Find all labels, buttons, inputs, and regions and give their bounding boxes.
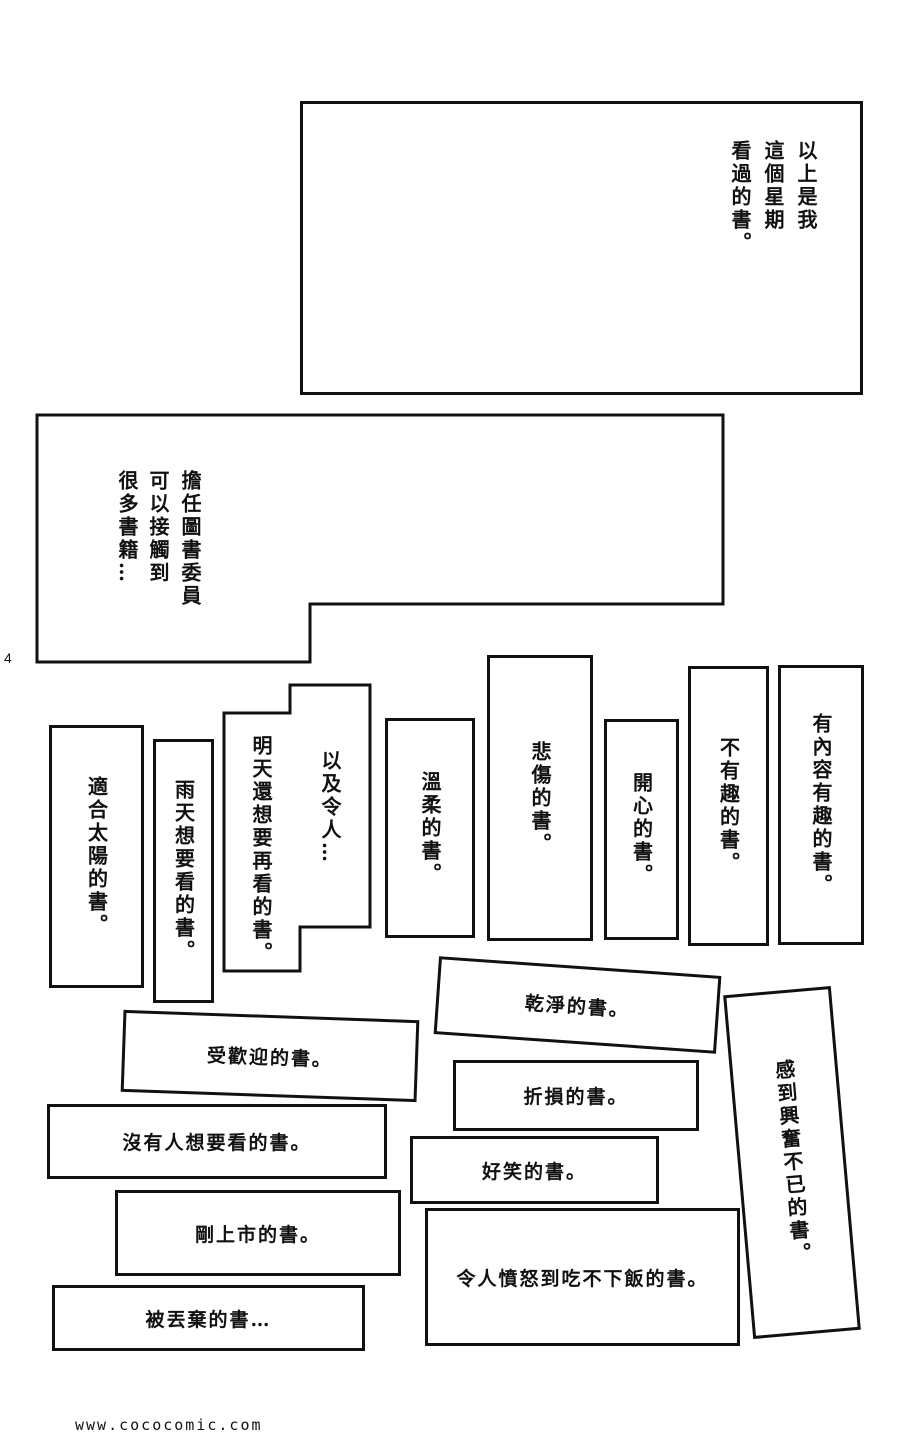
spine-label: 溫柔的書。 [418,770,442,886]
spine-label: 不有趣的書。 [716,737,741,875]
book-label: 好笑的書。 [481,1160,587,1183]
book-spine: 適合太陽的書。 [49,725,144,988]
panel-second [35,413,725,664]
spine-label: 有內容有趣的書。 [809,713,833,897]
book-stacked: 被丟棄的書… [52,1285,365,1351]
book-label: 受歡迎的書。 [206,1044,334,1071]
spine-stepped [222,683,372,973]
spine-label: 雨天想要看的書。 [171,779,196,963]
book-label: 乾淨的書。 [524,991,631,1022]
book-spine: 有內容有趣的書。 [778,665,864,945]
book-spine: 開心的書。 [604,719,679,940]
book-label: 被丟棄的書… [145,1308,272,1331]
book-stacked: 令人憤怒到吃不下飯的書。 [425,1208,740,1346]
book-label: 沒有人想要看的書。 [122,1132,312,1154]
watermark: www.cococomic.com [75,1416,263,1434]
caption-line: 以上是我 [794,140,818,232]
book-spine: 不有趣的書。 [688,666,769,946]
book-label: 折損的書。 [523,1086,629,1108]
book-spine: 溫柔的書。 [385,718,475,938]
caption-line: 可以接觸到 [146,470,170,585]
book-stacked: 好笑的書。 [410,1136,659,1204]
book-label: 令人憤怒到吃不下飯的書。 [456,1267,709,1290]
book-stacked: 沒有人想要看的書。 [47,1104,387,1179]
spine-label: 開心的書。 [629,772,654,887]
panel-top [300,101,863,395]
book-stacked: 剛上市的書。 [115,1190,401,1276]
spine-label: 以及令人… [318,750,342,865]
book-stacked: 受歡迎的書。 [120,1009,420,1103]
spine-label: 悲傷的書。 [528,740,552,856]
caption-line: 看過的書。 [728,140,752,255]
book-label: 剛上市的書。 [194,1223,321,1246]
caption-line: 擔任圖書委員 [178,470,202,608]
book-label: 感到興奮不已的書。 [771,1058,813,1267]
page-number: 4 [4,650,12,666]
book-spine: 雨天想要看的書。 [153,739,214,1003]
caption-line: 這個星期 [761,140,785,232]
caption-line: 很多書籍… [115,470,139,585]
spine-label: 適合太陽的書。 [84,776,109,937]
book-stacked: 折損的書。 [453,1060,699,1131]
spine-label: 明天還想要再看的書。 [249,735,273,965]
book-spine: 悲傷的書。 [487,655,593,941]
